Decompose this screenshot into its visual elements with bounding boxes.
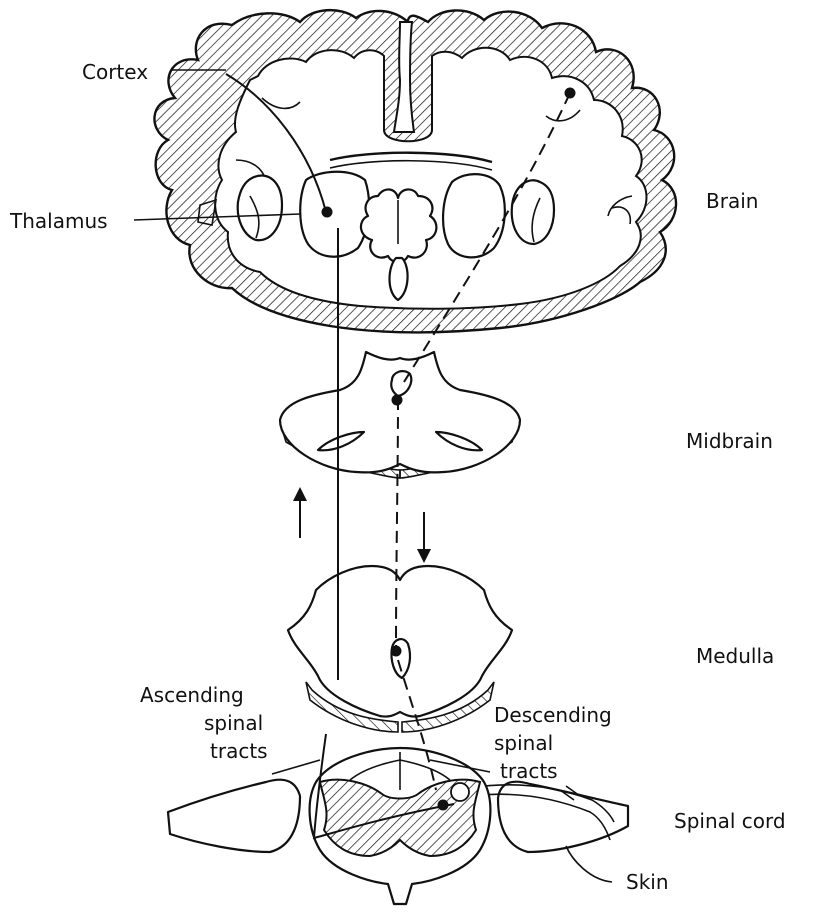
- label-midbrain: Midbrain: [686, 429, 773, 453]
- label-descending-1: Descending: [494, 703, 612, 727]
- label-cortex: Cortex: [82, 60, 148, 84]
- neuron-medulla-dot: [391, 646, 402, 657]
- label-descending-2: spinal: [494, 731, 553, 755]
- label-descending-3: tracts: [500, 759, 558, 783]
- label-medulla: Medulla: [696, 644, 774, 668]
- skin-left: [168, 780, 300, 852]
- midbrain-outline: [280, 352, 520, 472]
- label-ascending-1: Ascending: [140, 683, 244, 707]
- pituitary-stalk: [390, 258, 408, 300]
- spinal-cord-section: [168, 748, 628, 904]
- midbrain-section: [280, 352, 520, 478]
- right-thalamus: [443, 174, 505, 257]
- label-spinal-cord: Spinal cord: [674, 809, 786, 833]
- label-ascending-2: spinal: [204, 711, 263, 735]
- neuron-cortex-dot: [565, 88, 576, 99]
- brain-section: [154, 10, 676, 332]
- label-ascending-3: tracts: [210, 739, 268, 763]
- dorsal-root-ganglion: [451, 783, 469, 801]
- label-skin: Skin: [626, 870, 669, 894]
- label-thalamus: Thalamus: [9, 209, 108, 233]
- left-thalamus: [300, 172, 369, 257]
- neuron-spinal-dot: [438, 800, 449, 811]
- left-basal-ganglia: [238, 176, 282, 241]
- neuron-thalamus-dot: [322, 207, 333, 218]
- label-brain: Brain: [706, 189, 758, 213]
- neuron-midbrain-dot: [392, 395, 403, 406]
